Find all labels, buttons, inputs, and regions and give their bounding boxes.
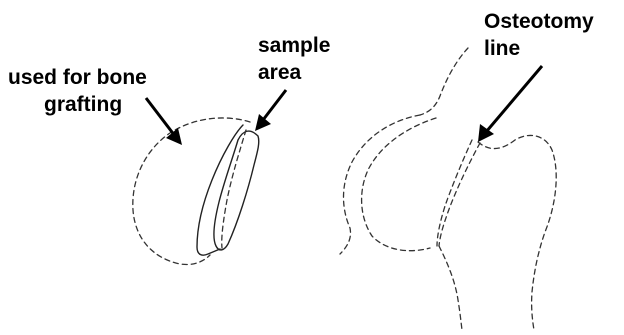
osteotomy-cut-line: [439, 143, 480, 246]
label-sample-line2: area: [258, 61, 302, 84]
greater-trochanter-outline: [478, 135, 556, 330]
excised-bone-figure: [133, 118, 259, 265]
label-sample-line1: sample: [258, 34, 330, 57]
label-osteotomy-line1: Osteotomy: [484, 10, 594, 33]
arrow-osteotomy-line: [478, 66, 542, 142]
femoral-head-figure: [340, 48, 556, 330]
label-bone-graft-line1: used for bone: [8, 66, 147, 89]
label-osteotomy-line2: line: [484, 37, 520, 60]
femur-neck-outline: [420, 48, 468, 115]
femur-shaft-outline: [439, 246, 462, 330]
arrow-sample-area: [255, 90, 286, 131]
label-bone-graft-line2: grafting: [44, 93, 122, 116]
sample-area-ellipse: [214, 131, 259, 250]
femoral-head-outline: [340, 115, 420, 254]
femoral-head-inner-outline: [362, 118, 436, 251]
